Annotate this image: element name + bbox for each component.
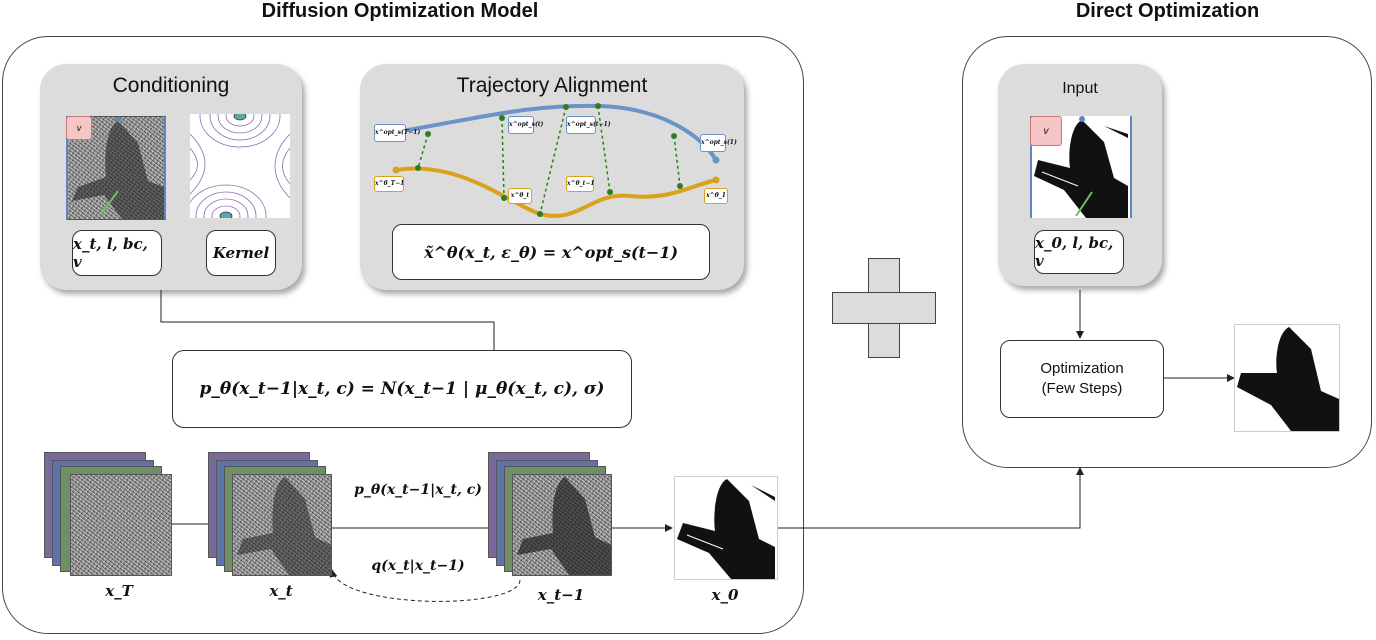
kernel-box: Kernel	[206, 230, 276, 276]
xt1-noisy-image	[512, 474, 612, 576]
optimization-box: Optimization (Few Steps)	[1000, 340, 1164, 418]
bottom-label-3: x^θ_1	[704, 188, 728, 204]
forward-step-label: p_θ(x_t−1|x_t, c)	[354, 482, 482, 498]
trajectory-curves	[392, 103, 720, 218]
bottom-label-1: x^θ_t	[508, 188, 532, 204]
top-label-3: x^opt_s(1)	[700, 134, 737, 152]
optimization-steps-label: (Few Steps)	[1041, 380, 1123, 397]
model-trajectory-curve	[395, 166, 717, 218]
xt-label: x_t	[269, 582, 293, 600]
input-title: Input	[1062, 80, 1098, 97]
diffusion-model-title: Diffusion Optimization Model	[261, 0, 539, 22]
xt-noisy-image	[232, 474, 332, 576]
conditioning-v-tag: v	[66, 116, 92, 140]
noise-step-label: q(x_t|x_t−1)	[371, 558, 465, 574]
optimization-label: Optimization	[1040, 360, 1124, 377]
input-v-tag: v	[1030, 116, 1062, 146]
reverse-process-equation-box: p_θ(x_t−1|x_t, c) = N(x_t−1 | μ_θ(x_t, c…	[172, 350, 632, 428]
conditioning-noisy-structure-image	[66, 116, 166, 220]
plus-icon-center	[869, 293, 897, 321]
optimized-structure-image	[1234, 324, 1340, 432]
top-label-2: x^opt_s(t−1)	[566, 116, 611, 134]
x0-label: x_0	[711, 586, 739, 604]
input-structure-image	[1030, 116, 1132, 218]
xT-noise-image	[70, 474, 172, 576]
top-label-1: x^opt_s(t)	[508, 116, 543, 134]
xT-label: x_T	[105, 582, 133, 600]
direct-optimization-title: Direct Optimization	[1075, 0, 1260, 22]
x0-structure-image	[674, 476, 778, 580]
bottom-label-2: x^θ_t−1	[566, 176, 595, 192]
trajectory-equation-box: x̃^θ(x_t, ε_θ) = x^opt_s(t−1)	[392, 224, 710, 280]
optimal-trajectory-curve	[395, 103, 718, 162]
top-label-0: x^opt_s(T−1)	[374, 124, 420, 142]
alignment-points	[415, 103, 683, 217]
conditioning-title: Conditioning	[112, 74, 230, 97]
xt1-label: x_t−1	[537, 586, 585, 604]
direct-inputs-box: x_0, l, bc, v	[1034, 230, 1124, 274]
conditioning-inputs-box: x_t, l, bc, v	[72, 230, 162, 276]
trajectory-alignment-title: Trajectory Alignment	[456, 74, 648, 97]
alignment-connectors	[417, 105, 681, 215]
bottom-label-0: x^θ_T−1	[374, 176, 404, 192]
